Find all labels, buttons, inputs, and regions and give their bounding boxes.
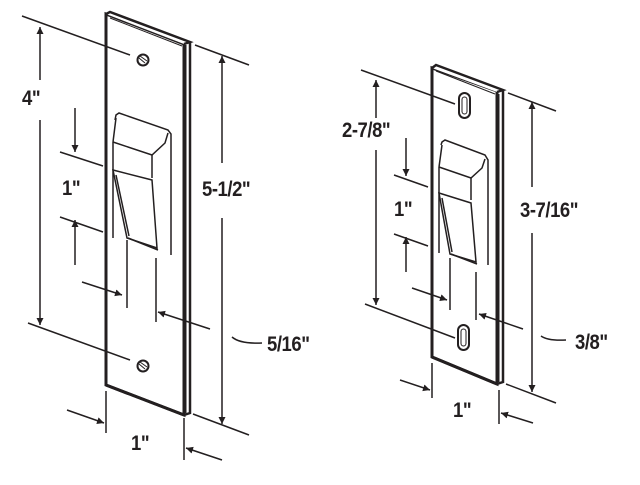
label-width-large: 1" [131,432,150,455]
label-width-small: 1" [453,399,472,422]
label-hole-spacing-large: 4" [22,87,41,110]
dim-width-small [399,363,534,424]
dim-width-large [66,391,223,461]
dim-overall-height-large [192,44,250,436]
large-plate-screw-hole-top [136,53,150,67]
label-depth-small: 3/8" [575,331,608,354]
large-plate-latch-tab [112,112,172,322]
dim-opening-large [59,108,104,265]
label-opening-large: 1" [62,177,81,200]
dim-depth-large [81,281,263,344]
label-overall-height-small: 3-7/16" [520,199,579,222]
dim-hole-spacing-small [360,69,456,339]
dim-overall-height-small [505,92,557,404]
small-plate-latch-tab [438,139,489,320]
label-depth-large: 5/16" [267,333,310,356]
label-hole-spacing-small: 2-7/8" [342,119,391,142]
dim-hole-spacing-large [21,15,131,361]
small-plate-slot-hole-top [458,92,471,119]
small-plate-slot-hole-bottom [457,324,470,351]
label-opening-small: 1" [394,198,413,221]
large-plate-screw-hole-bottom [136,359,150,373]
dim-depth-small [411,287,567,341]
dim-opening-small [393,138,429,272]
label-overall-height-large: 5-1/2" [202,178,251,201]
